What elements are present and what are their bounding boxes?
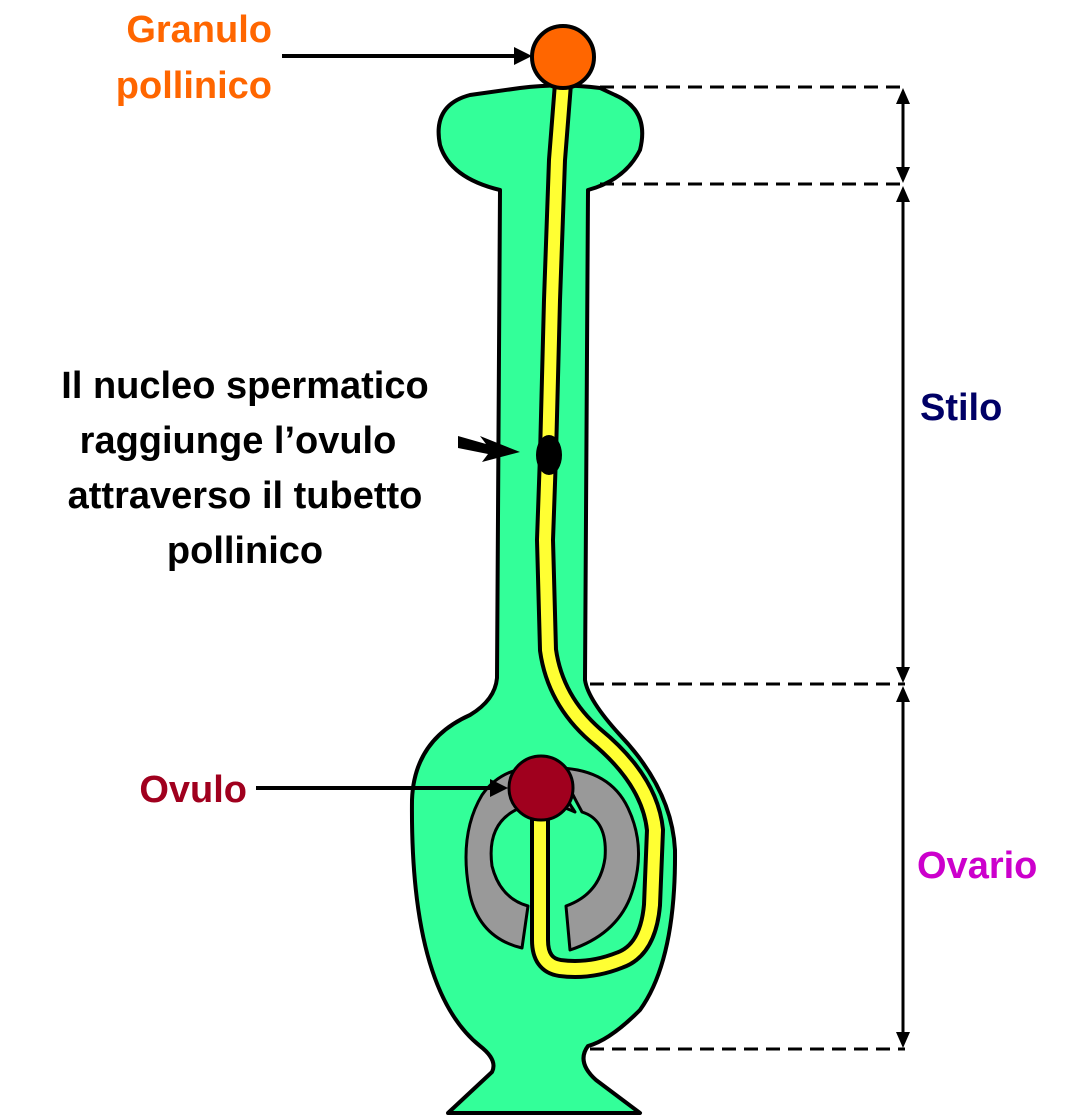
nucleo-label-line3: attraverso il tubetto <box>68 475 423 517</box>
granulo-label-line2: pollinico <box>116 65 272 107</box>
stilo-dimension-arrow <box>896 186 910 683</box>
stigma-dimension-arrow <box>896 88 910 183</box>
granulo-pointer-arrow <box>282 47 532 65</box>
nucleo-label-line1: Il nucleo spermatico <box>61 365 428 407</box>
pollen-grain <box>532 26 594 88</box>
nucleo-label-line2: raggiunge l’ovulo <box>80 420 397 462</box>
granulo-label-line1: Granulo <box>126 9 272 51</box>
ovule <box>509 756 573 820</box>
ovario-dimension-arrow <box>896 686 910 1048</box>
sperm-nucleus <box>536 435 562 475</box>
stilo-label: Stilo <box>920 387 1002 429</box>
nucleo-label-line4: pollinico <box>167 530 323 572</box>
ovario-label: Ovario <box>917 845 1037 887</box>
ovulo-label: Ovulo <box>139 769 247 811</box>
